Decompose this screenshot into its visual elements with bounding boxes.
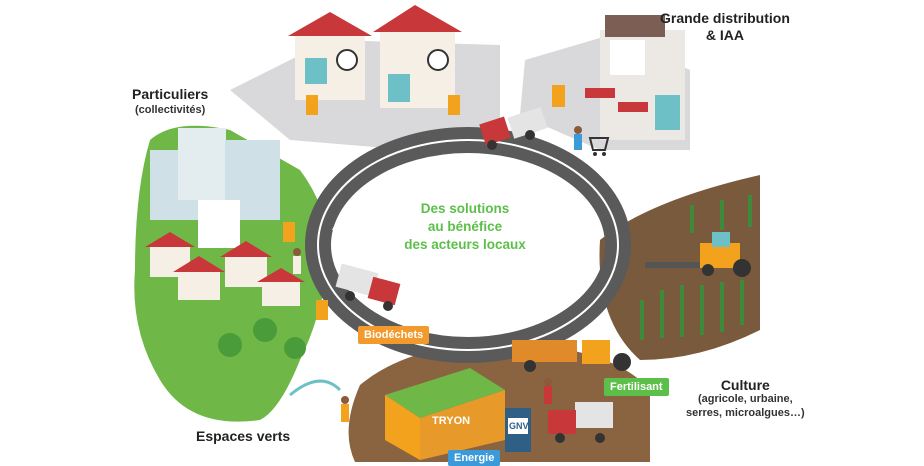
ring-inner — [343, 163, 593, 327]
label-line: Grande distribution — [660, 10, 790, 26]
restaurant-building-right — [373, 5, 462, 108]
restaurant-building-left — [288, 12, 372, 100]
arrow-right-icon — [577, 235, 589, 247]
bin-icon — [306, 95, 318, 115]
tag-energie: Energie — [448, 450, 501, 466]
tractor-field — [645, 232, 751, 277]
biogas-plant — [385, 368, 505, 460]
center-title-line: des acteurs locaux — [404, 237, 526, 252]
center-title-line: Des solutions — [420, 201, 510, 216]
person-icon — [544, 378, 552, 404]
label-particuliers: Particuliers (collectivités) — [132, 86, 208, 118]
label-title: Espaces verts — [196, 428, 291, 444]
label-espaces-verts: Espaces verts — [196, 428, 290, 444]
bin-icon — [552, 85, 565, 107]
plant-brand: TRYON — [432, 415, 471, 427]
trees — [218, 318, 306, 359]
truck-left — [335, 263, 401, 311]
label-title: Particuliers — [132, 86, 209, 102]
supermarket-building — [585, 15, 685, 140]
houses — [145, 232, 305, 306]
label-title: Culture — [720, 377, 770, 393]
label-grande-distribution: Grande distribution & IAA — [660, 10, 790, 44]
pipe — [289, 379, 342, 397]
label-subtitle: (collectivités) — [134, 104, 206, 116]
bin-icon — [316, 300, 328, 320]
person-icon — [293, 248, 301, 274]
person-icon — [574, 126, 582, 150]
person-icon — [341, 396, 349, 422]
truck-bottom — [548, 402, 613, 443]
bin-icon — [283, 222, 295, 242]
center-title-line: au bénéfice — [427, 219, 503, 234]
ring-road-line — [317, 139, 619, 351]
label-subtitle: (agricole, urbaine, — [697, 393, 793, 405]
truck-top — [479, 106, 548, 150]
station-brand: GNV — [509, 421, 529, 431]
center-title: Des solutions au bénéfice des acteurs lo… — [380, 200, 550, 254]
tag-fertilisant: Fertilisant — [604, 378, 669, 396]
label-culture: Culture (agricole, urbaine, serres, micr… — [686, 378, 805, 420]
bin-icon — [448, 95, 460, 115]
shopping-cart-icon — [588, 137, 610, 156]
label-subtitle: serres, microalgues…) — [686, 407, 805, 419]
apartment-blocks — [150, 128, 280, 248]
crop-rows — [640, 195, 752, 340]
tag-biodechets: Biodéchets — [358, 326, 430, 344]
label-line: & IAA — [705, 27, 744, 43]
gnv-station — [505, 408, 531, 452]
tractor-trailer — [512, 340, 631, 372]
arrow-left-icon — [332, 218, 344, 230]
